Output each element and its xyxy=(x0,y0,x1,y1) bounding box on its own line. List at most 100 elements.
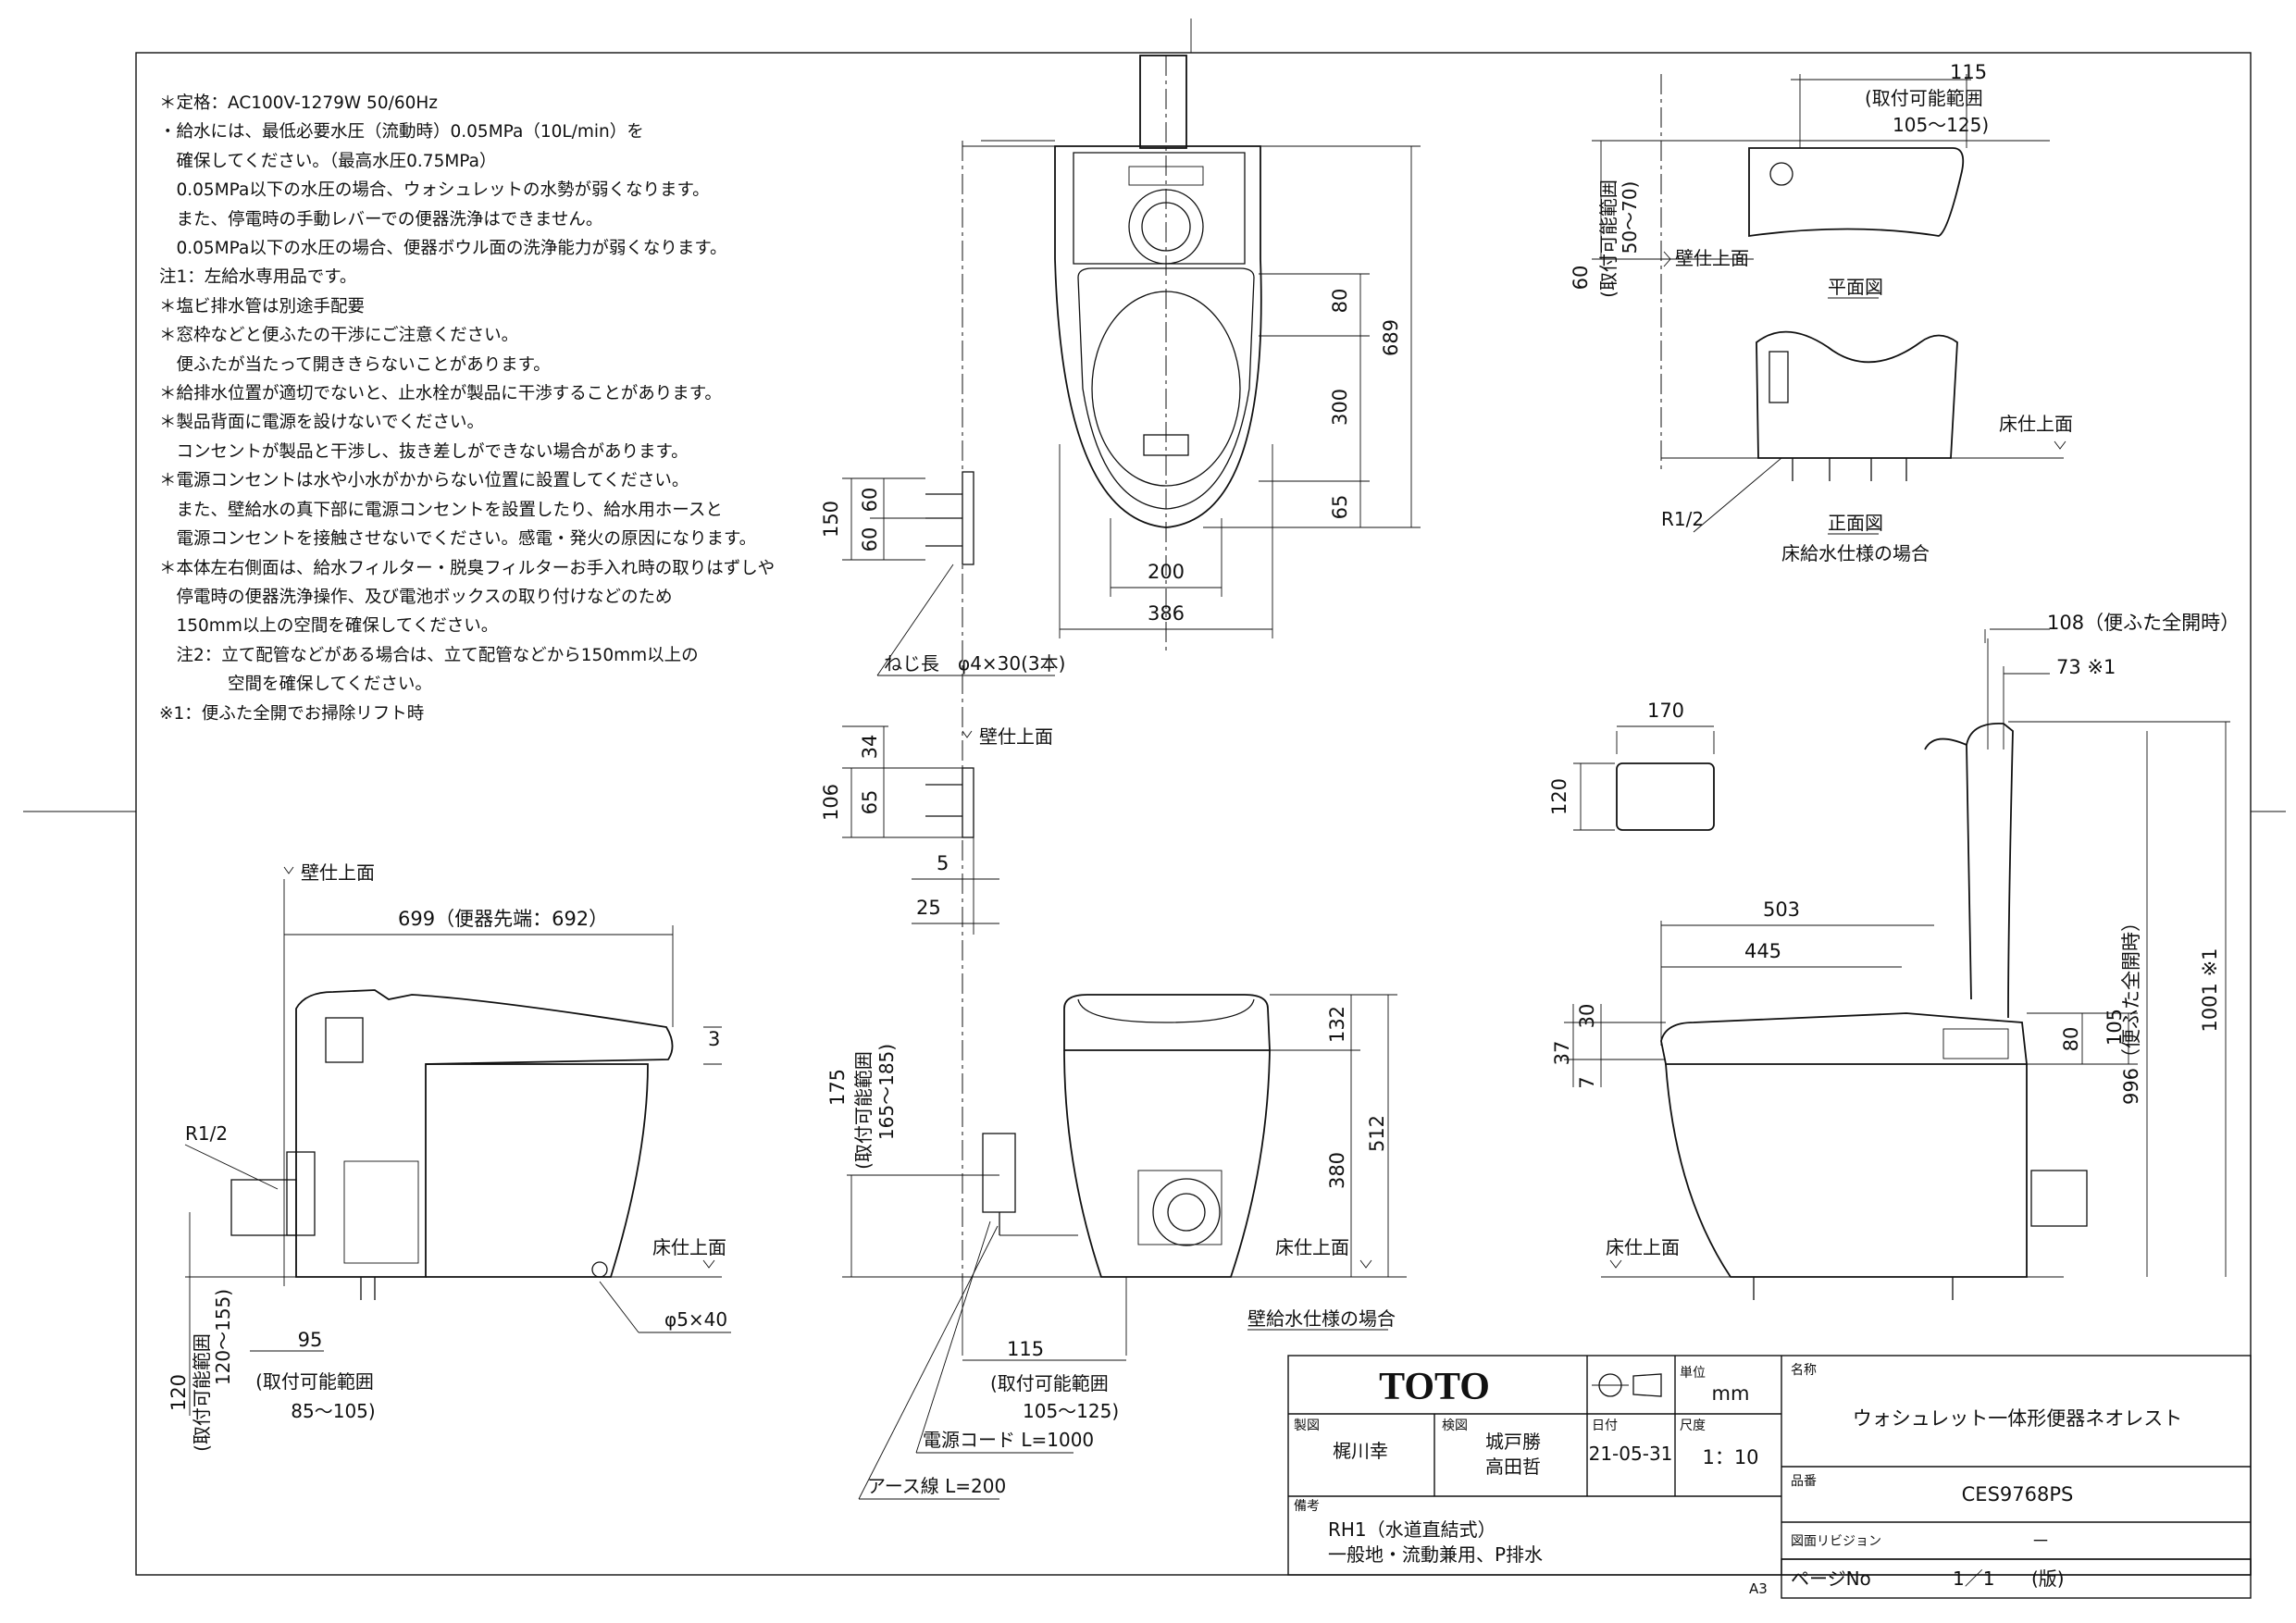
note-line: 注2：立て配管などがある場合は、立て配管などから150mm以上の xyxy=(159,645,699,665)
dim-65: 65 xyxy=(1329,495,1351,520)
dim-445: 445 xyxy=(1744,940,1781,962)
floor-face-label-front: 床仕上面 xyxy=(1275,1236,1349,1258)
note-line: 電源コンセントを接触させないでください。感電・発火の原因になります。 xyxy=(159,529,757,550)
dim-105: 105 xyxy=(2104,1009,2126,1046)
dim-115w: 115 xyxy=(1007,1338,1044,1360)
wall-bracket xyxy=(962,471,974,565)
unit-label: 単位 xyxy=(1680,1366,1706,1381)
dim-200: 200 xyxy=(1148,561,1185,583)
wall-outlet xyxy=(982,1133,1016,1213)
note-line: また、壁給水の真下部に電源コンセントを設置したり、給水用ホースと xyxy=(159,500,723,520)
toilet-outline-top xyxy=(1054,145,1262,528)
dim-60b: 60 xyxy=(859,527,881,552)
unit-value: mm xyxy=(1712,1382,1750,1405)
dim-60a: 60 xyxy=(859,488,881,513)
wall-face-label: 壁仕上面 xyxy=(979,725,1053,748)
product-name: ウォシュレット一体形便器ネオレスト xyxy=(1853,1407,2183,1430)
note-line: ＊本体左右側面は、給水フィルター・脱臭フィルターお手入れ時の取りはずしや xyxy=(159,558,776,578)
plan-view-title: 平面図 xyxy=(1828,276,1883,298)
remarks-2: 一般地・流動兼用、P排水 xyxy=(1328,1543,1543,1566)
page-note: (版) xyxy=(2031,1567,2065,1590)
dim-65b: 65 xyxy=(859,790,881,815)
checked-by-2: 高田哲 xyxy=(1485,1456,1541,1478)
note-line: ＊窓枠などと便ふたの干渉にご注意ください。 xyxy=(159,326,519,346)
flush-knob-inner xyxy=(1141,202,1191,252)
dim-120: 120 xyxy=(168,1374,190,1411)
dim-60: 60 xyxy=(1570,266,1592,291)
note-line: ・給水には、最低必要水圧（流動時）0.05MPa（10L/min）を xyxy=(159,122,644,142)
nozzle-cover xyxy=(1143,434,1189,456)
product-label: 品番 xyxy=(1791,1474,1817,1489)
range-120b: 120～155) xyxy=(212,1289,234,1385)
dim-3: 3 xyxy=(708,1028,720,1050)
lid-open xyxy=(1966,723,2014,1019)
range-60b: 50～70) xyxy=(1619,181,1641,254)
bracket-detail: 壁仕上面 106 34 65 5 25 xyxy=(820,725,1053,935)
dim-37: 37 xyxy=(1551,1041,1573,1066)
bowl-side-right xyxy=(1665,1063,2028,1278)
brand-logo: TOTO xyxy=(1379,1366,1490,1408)
dim-34: 34 xyxy=(859,735,881,760)
range-115wb: 105～125) xyxy=(1023,1400,1119,1422)
dim-175: 175 xyxy=(826,1069,849,1106)
dim-108: 108（便ふた全開時） xyxy=(2047,612,2240,634)
drain-pipe-right xyxy=(2030,1170,2088,1227)
range-95: (取付可能範囲 xyxy=(255,1370,374,1393)
scale-value: 1：10 xyxy=(1702,1446,1758,1468)
wall-supply-label: 壁給水仕様の場合 xyxy=(1247,1307,1396,1330)
range-115b: 105～125) xyxy=(1893,114,1989,136)
dim-30: 30 xyxy=(1576,1004,1598,1029)
checked-by-1: 城戸勝 xyxy=(1485,1431,1541,1453)
dim-80-right: 80 xyxy=(2060,1027,2082,1052)
range-115w: (取付可能範囲 xyxy=(990,1372,1109,1394)
range-175: (取付可能範囲 xyxy=(852,1051,875,1170)
flush-knob-outer xyxy=(1128,189,1204,265)
revision-value: － xyxy=(2031,1530,2050,1552)
note-line: ＊電源コンセントは水や小水がかからない位置に設置してください。 xyxy=(159,471,689,491)
drawn-label: 製図 xyxy=(1294,1419,1320,1433)
date-label: 日付 xyxy=(1592,1419,1618,1433)
remarks-label: 備考 xyxy=(1294,1499,1320,1514)
lid-front xyxy=(1063,994,1271,1051)
dim-80: 80 xyxy=(1329,289,1351,314)
floor-face-label-right: 床仕上面 xyxy=(1606,1236,1680,1258)
seat-side-right xyxy=(1660,1012,2029,1065)
r12-label-left: R1/2 xyxy=(185,1122,228,1145)
note-line: ＊給排水位置が適切でないと、止水栓が製品に干渉することがあります。 xyxy=(159,384,722,404)
note-line: ＊製品背面に電源を設けないでください。 xyxy=(159,413,484,433)
drain-pipe-left xyxy=(230,1179,297,1236)
dim-132: 132 xyxy=(1326,1006,1348,1043)
dim-73: 73 ※1 xyxy=(2056,656,2116,678)
page-label: ページNo xyxy=(1791,1567,1871,1590)
floor-face-label-small: 床仕上面 xyxy=(1999,413,2073,435)
dim-386: 386 xyxy=(1148,602,1185,625)
note-line: コンセントが製品と干渉し、抜き差しができない場合があります。 xyxy=(159,441,689,462)
note-line: ＊定格：AC100V-1279W 50/60Hz xyxy=(159,93,438,113)
toilet-side-left xyxy=(295,989,674,1278)
notes-block: ＊定格：AC100V-1279W 50/60Hz ・給水には、最低必要水圧（流動… xyxy=(159,89,807,728)
screw-label: ねじ長 φ4×30(3本) xyxy=(884,652,1065,675)
dim-1001: 1001 ※1 xyxy=(2199,948,2221,1032)
side-view-right: 108（便ふた全開時） 73 ※1 170 120 503 445 30 37 … xyxy=(1548,612,2240,1300)
dim-95: 95 xyxy=(298,1329,323,1351)
name-label: 名称 xyxy=(1791,1363,1817,1378)
dim-7: 7 xyxy=(1576,1076,1598,1088)
bowl-front xyxy=(1063,1049,1271,1278)
phi-label: φ5×40 xyxy=(664,1308,727,1331)
range-120: (取付可能範囲 xyxy=(191,1333,213,1452)
date-value: 21-05-31 xyxy=(1589,1443,1673,1465)
checked-label: 検図 xyxy=(1442,1419,1468,1433)
drawing-frame xyxy=(135,52,2252,1576)
dim-996: 996（便ふた全開時） xyxy=(2120,912,2142,1105)
page-value: 1／1 xyxy=(1953,1567,1994,1590)
drawn-by: 梶川幸 xyxy=(1333,1440,1388,1462)
front-small-outline xyxy=(1756,330,1958,459)
dim-5: 5 xyxy=(937,852,949,874)
dim-503: 503 xyxy=(1763,898,1800,921)
revision-label: 図面リビジョン xyxy=(1791,1534,1881,1549)
front-view-title: 正面図 xyxy=(1828,512,1883,534)
wall-face-label-plan: 壁仕上面 xyxy=(1675,247,1749,269)
remarks-1: RH1（水道直結式） xyxy=(1328,1518,1496,1541)
note-line: 0.05MPa以下の水圧の場合、ウォシュレットの水勢が弱くなります。 xyxy=(159,180,710,201)
